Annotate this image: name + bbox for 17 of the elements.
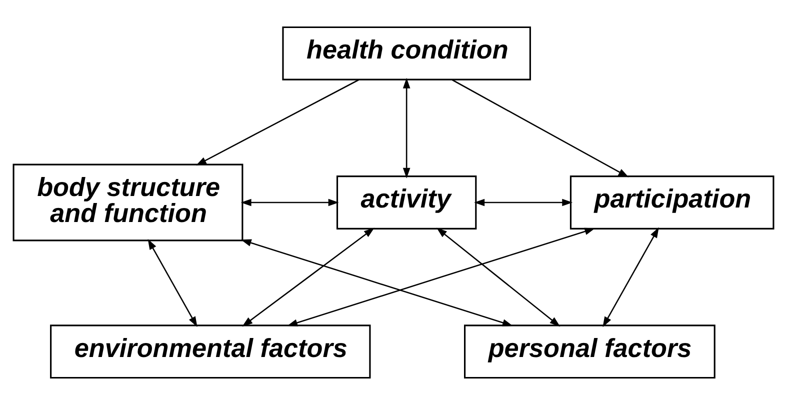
node-box: participation bbox=[570, 175, 774, 229]
node-box: activity bbox=[336, 175, 477, 229]
node-box: personal factors bbox=[464, 324, 716, 378]
node-box: health condition bbox=[282, 26, 531, 80]
arrow bbox=[474, 198, 573, 206]
arrow bbox=[602, 226, 659, 327]
arrow bbox=[240, 238, 513, 326]
arrow bbox=[436, 227, 560, 326]
arrow bbox=[242, 227, 374, 326]
arrow bbox=[402, 77, 410, 178]
arrow bbox=[452, 78, 629, 177]
arrow bbox=[287, 227, 596, 326]
node-box: body structure and function bbox=[12, 163, 244, 241]
arrow bbox=[240, 198, 339, 206]
node-box: environmental factors bbox=[50, 324, 371, 378]
arrow bbox=[148, 238, 198, 327]
arrow bbox=[196, 78, 359, 165]
